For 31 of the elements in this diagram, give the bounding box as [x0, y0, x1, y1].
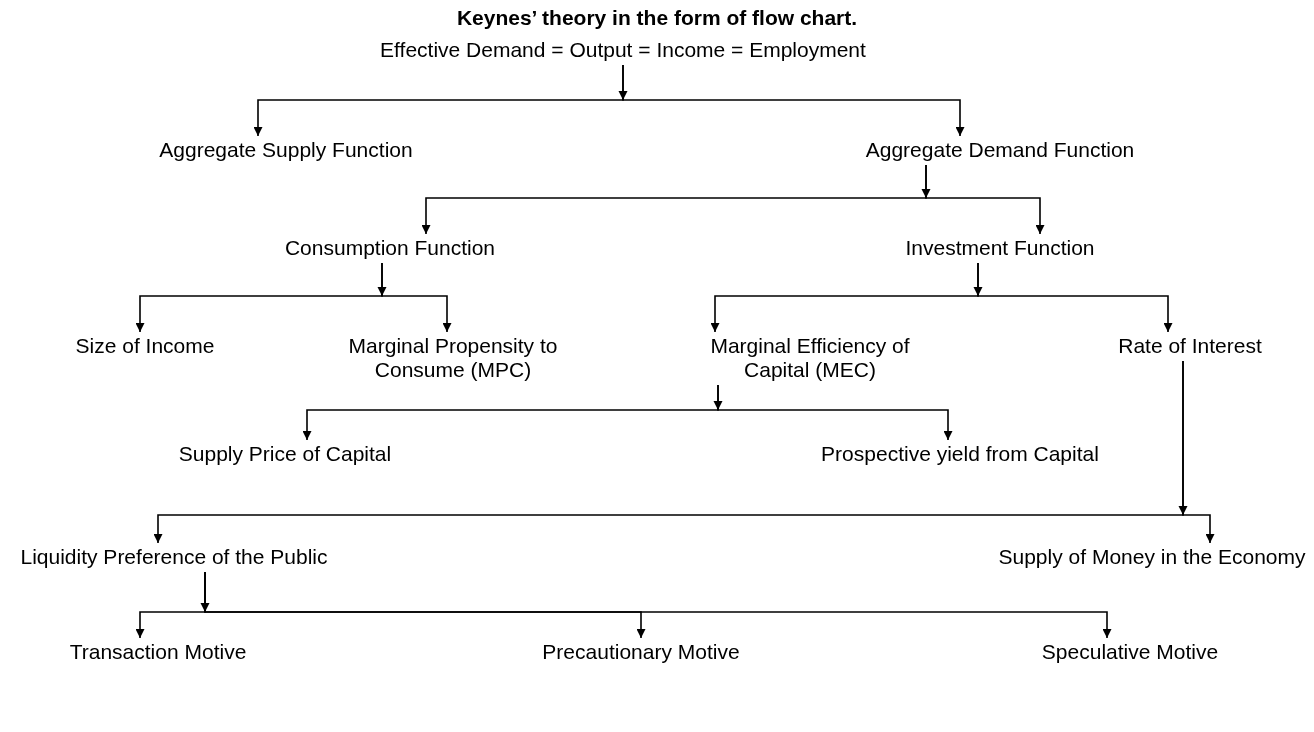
node-label: Prospective yield from Capital	[821, 442, 1099, 466]
node-label: Aggregate Demand Function	[865, 138, 1135, 162]
arrowhead	[1178, 506, 1188, 515]
connector-arrow	[622, 64, 965, 137]
arrowhead	[921, 189, 931, 198]
node-label: Consumption Function	[284, 236, 496, 260]
node-label: Precautionary Motive	[542, 640, 740, 664]
node-label: Speculative Motive	[1041, 640, 1219, 664]
connector-arrow	[204, 571, 1112, 639]
node-label: Marginal Efficiency of Capital (MEC)	[695, 334, 925, 382]
node-label: Liquidity Preference of the Public	[20, 545, 328, 569]
chart-title: Keynes’ theory in the form of flow chart.	[455, 6, 859, 30]
connector-arrow	[381, 262, 452, 333]
arrowhead	[618, 91, 628, 100]
node-label: Marginal Propensity to Consume (MPC)	[328, 334, 578, 382]
node-label: Rate of Interest	[1118, 334, 1262, 358]
node-label: Aggregate Supply Function	[159, 138, 413, 162]
node-label: Investment Function	[905, 236, 1095, 260]
connector-arrow	[977, 262, 1173, 333]
arrowhead	[200, 603, 210, 612]
node-label: Effective Demand = Output = Income = Employment	[380, 38, 866, 62]
connector-arrow	[717, 384, 953, 441]
node-label: Supply Price of Capital	[178, 442, 392, 466]
arrowhead	[713, 401, 723, 410]
node-label: Size of Income	[75, 334, 215, 358]
connector-arrow	[1182, 360, 1215, 544]
arrowhead	[377, 287, 387, 296]
node-label: Supply of Money in the Economy	[998, 545, 1306, 569]
arrowhead	[973, 287, 983, 296]
connector-arrow	[925, 164, 1045, 235]
node-label: Transaction Motive	[69, 640, 247, 664]
